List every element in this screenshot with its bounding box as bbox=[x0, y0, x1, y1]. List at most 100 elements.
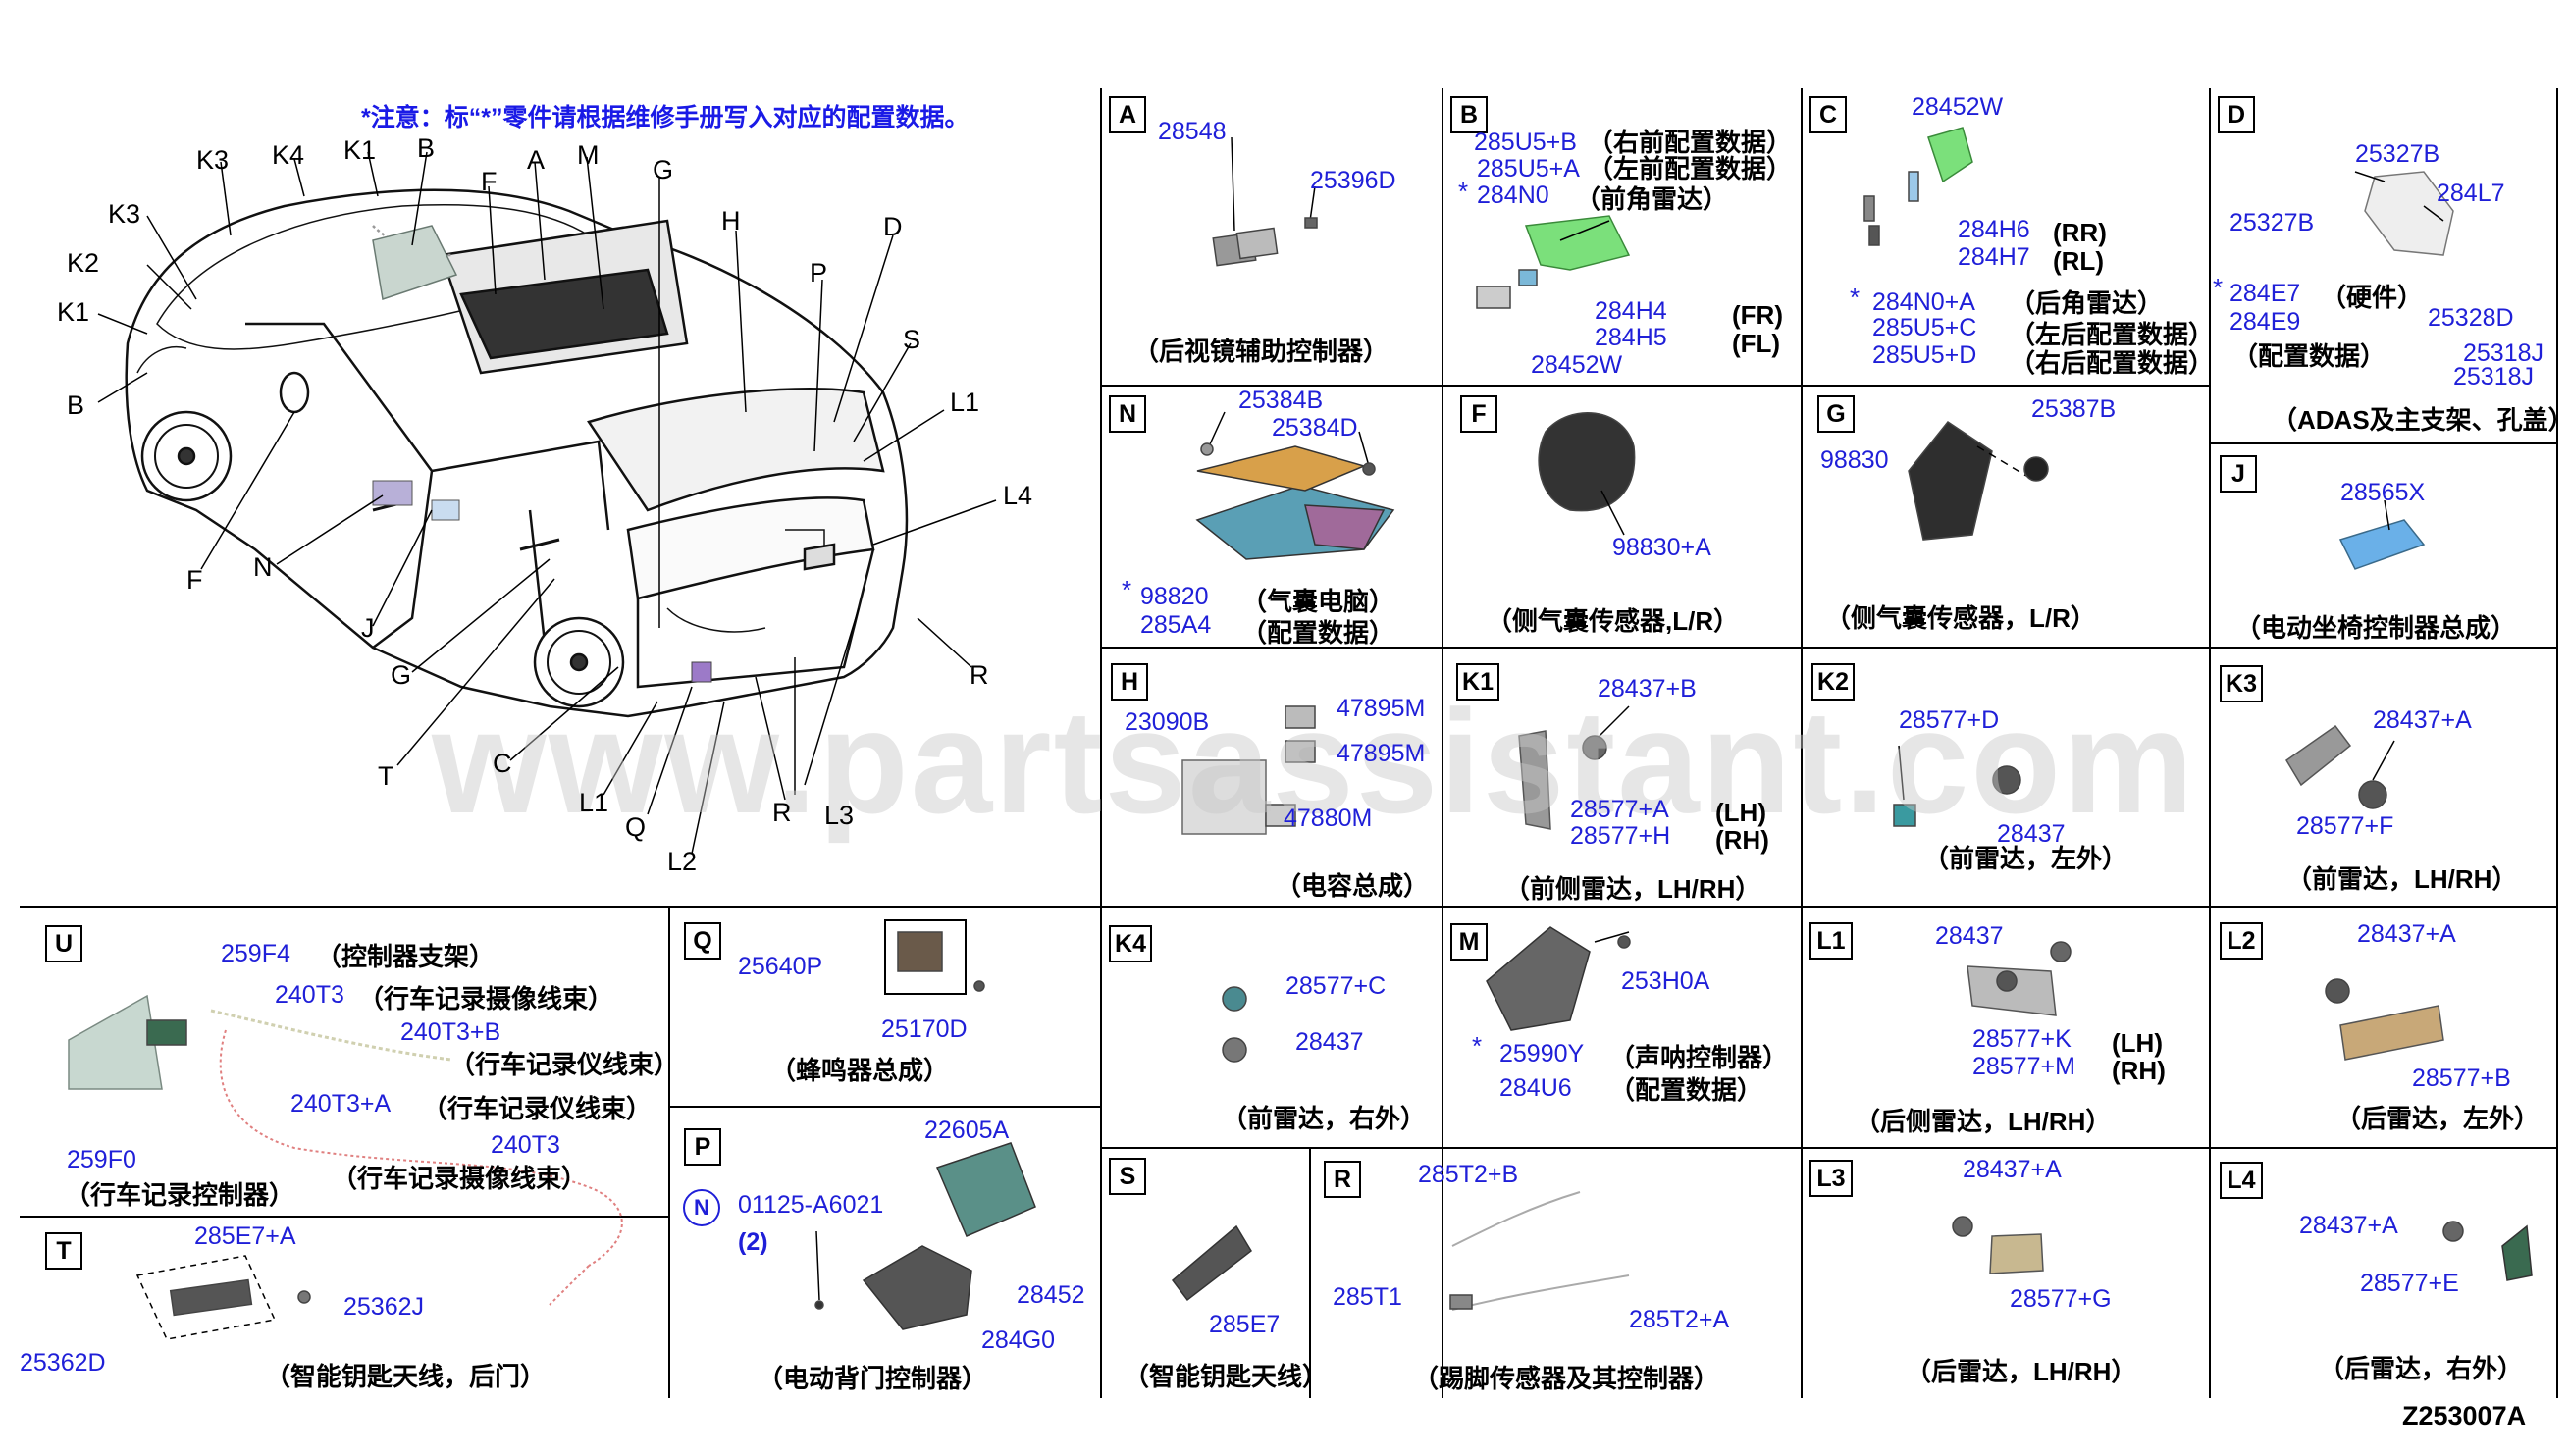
part-number[interactable]: 47880M bbox=[1284, 805, 1373, 832]
part-number[interactable]: 25384B bbox=[1238, 387, 1324, 414]
position-label[interactable]: S bbox=[903, 325, 921, 354]
part-number[interactable]: 285T2+A bbox=[1629, 1306, 1730, 1333]
position-label[interactable]: L1 bbox=[950, 388, 980, 417]
part-number[interactable]: 98820 bbox=[1140, 583, 1209, 610]
part-number[interactable]: 284E9 bbox=[2229, 308, 2301, 336]
part-number[interactable]: 285U5+C bbox=[1872, 314, 1977, 341]
position-label[interactable]: L2 bbox=[667, 847, 698, 876]
part-number[interactable]: 28437+A bbox=[2373, 706, 2472, 734]
part-number[interactable]: 98830 bbox=[1820, 446, 1889, 474]
part-number[interactable]: 259F0 bbox=[67, 1146, 136, 1173]
part-number[interactable]: 28437+A bbox=[2357, 920, 2456, 948]
part-number[interactable]: 28577+E bbox=[2360, 1270, 2459, 1297]
part-number[interactable]: 28452W bbox=[1912, 93, 2004, 121]
part-number[interactable]: 28437+A bbox=[2299, 1212, 2398, 1239]
part-number[interactable]: 285U5+A bbox=[1477, 155, 1580, 182]
part-number[interactable]: 284H7 bbox=[1958, 243, 2030, 271]
position-label[interactable]: K3 bbox=[108, 199, 141, 229]
part-number[interactable]: 253H0A bbox=[1621, 967, 1710, 995]
part-number[interactable]: 98830+A bbox=[1612, 534, 1711, 561]
position-label[interactable]: M bbox=[577, 140, 600, 170]
part-number[interactable]: 28437 bbox=[1997, 820, 2066, 848]
position-label[interactable]: L3 bbox=[824, 801, 855, 830]
part-number[interactable]: 28577+F bbox=[2296, 812, 2394, 840]
part-number[interactable]: 25327B bbox=[2229, 209, 2315, 236]
part-number[interactable]: 28577+B bbox=[2412, 1065, 2511, 1092]
part-number[interactable]: 25990Y bbox=[1499, 1040, 1585, 1067]
part-number[interactable]: 285A4 bbox=[1140, 611, 1212, 639]
part-number[interactable]: 285U5+D bbox=[1872, 341, 1977, 369]
part-number[interactable]: 25170D bbox=[881, 1015, 968, 1043]
part-number[interactable]: 28577+K bbox=[1972, 1025, 2072, 1053]
part-number[interactable]: 28577+C bbox=[1285, 972, 1387, 1000]
position-label[interactable]: G bbox=[653, 155, 674, 184]
part-number[interactable]: 240T3+B bbox=[400, 1018, 501, 1046]
part-number[interactable]: 28452W bbox=[1531, 351, 1623, 379]
position-label[interactable]: B bbox=[417, 133, 436, 163]
part-number[interactable]: 284H5 bbox=[1595, 324, 1667, 351]
part-number[interactable]: 25362D bbox=[20, 1349, 106, 1377]
part-number[interactable]: 28577+H bbox=[1570, 822, 1671, 850]
position-label[interactable]: T bbox=[378, 761, 394, 791]
part-number[interactable]: 25384D bbox=[1272, 414, 1358, 442]
part-number[interactable]: 28577+A bbox=[1570, 796, 1669, 823]
position-label[interactable]: K4 bbox=[272, 140, 305, 170]
part-number[interactable]: 28548 bbox=[1158, 118, 1227, 145]
position-label[interactable]: F bbox=[186, 565, 203, 595]
position-label[interactable]: P bbox=[810, 258, 828, 287]
position-label[interactable]: K2 bbox=[67, 248, 100, 278]
part-number[interactable]: 285T1 bbox=[1333, 1283, 1402, 1311]
part-number[interactable]: 240T3 bbox=[491, 1131, 560, 1159]
position-label[interactable]: R bbox=[772, 798, 792, 827]
part-number[interactable]: 284H4 bbox=[1595, 297, 1667, 325]
part-number[interactable]: 28437 bbox=[1935, 922, 2004, 950]
part-number[interactable]: 285U5+B bbox=[1474, 129, 1577, 156]
part-number[interactable]: 259F4 bbox=[221, 940, 290, 967]
part-number[interactable]: 285T2+B bbox=[1418, 1161, 1519, 1188]
position-label[interactable]: L4 bbox=[1003, 481, 1033, 510]
part-number[interactable]: 28565X bbox=[2340, 479, 2426, 506]
position-label[interactable]: K1 bbox=[57, 297, 90, 327]
part-number[interactable]: 28577+G bbox=[2010, 1285, 2112, 1313]
part-number[interactable]: 28437+A bbox=[1963, 1156, 2062, 1183]
position-label[interactable]: H bbox=[721, 206, 741, 235]
part-number[interactable]: 25396D bbox=[1310, 167, 1396, 194]
part-number[interactable]: 25318J bbox=[2453, 363, 2535, 390]
position-label[interactable]: R bbox=[970, 660, 989, 690]
part-number[interactable]: 25327B bbox=[2355, 140, 2440, 168]
part-number[interactable]: 284H6 bbox=[1958, 216, 2030, 243]
part-number[interactable]: 284L7 bbox=[2437, 180, 2505, 207]
position-label[interactable]: J bbox=[361, 613, 375, 643]
part-number[interactable]: 284U6 bbox=[1499, 1074, 1572, 1102]
position-label[interactable]: L1 bbox=[579, 788, 609, 817]
part-number[interactable]: 240T3+A bbox=[290, 1090, 392, 1118]
part-number[interactable]: 28452 bbox=[1017, 1281, 1085, 1309]
part-number[interactable]: 25318J bbox=[2463, 339, 2544, 367]
part-number[interactable]: 284G0 bbox=[981, 1326, 1056, 1354]
part-number[interactable]: 284N0+A bbox=[1872, 288, 1975, 316]
part-number[interactable]: 28437 bbox=[1295, 1028, 1364, 1056]
part-number[interactable]: 28437+B bbox=[1598, 675, 1697, 702]
position-label[interactable]: N bbox=[253, 552, 273, 582]
part-number[interactable]: 25362J bbox=[343, 1293, 425, 1321]
part-number[interactable]: 47895M bbox=[1337, 740, 1426, 767]
position-label[interactable]: K1 bbox=[343, 135, 377, 165]
part-number[interactable]: 285E7 bbox=[1209, 1311, 1281, 1338]
part-number[interactable]: 28577+M bbox=[1972, 1053, 2075, 1080]
position-label[interactable]: C bbox=[493, 749, 512, 778]
position-label[interactable]: F bbox=[481, 167, 498, 196]
part-number[interactable]: 240T3 bbox=[275, 981, 344, 1009]
part-number[interactable]: 25387B bbox=[2031, 395, 2117, 423]
part-number[interactable]: 28577+D bbox=[1899, 706, 2000, 734]
position-label[interactable]: Q bbox=[625, 812, 647, 842]
position-label[interactable]: G bbox=[391, 660, 412, 690]
part-number[interactable]: 25328D bbox=[2428, 304, 2514, 332]
part-number[interactable]: 22605A bbox=[924, 1117, 1010, 1144]
part-number[interactable]: 285E7+A bbox=[194, 1222, 296, 1250]
position-label[interactable]: K3 bbox=[196, 145, 230, 175]
position-label[interactable]: D bbox=[883, 212, 903, 241]
position-label[interactable]: A bbox=[527, 145, 546, 175]
part-number[interactable]: 25640P bbox=[738, 953, 823, 980]
part-number[interactable]: 284N0 bbox=[1477, 182, 1549, 209]
part-number[interactable]: 23090B bbox=[1125, 708, 1210, 736]
